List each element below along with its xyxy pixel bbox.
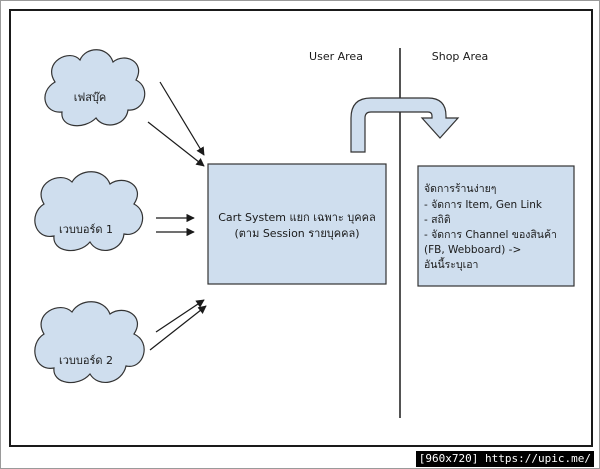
cart-system-line-2: (ตาม Session รายบุคคล) <box>234 227 359 240</box>
source-label-webboard-1: เวบบอร์ด 1 <box>59 223 113 236</box>
arrow-webboard2-to-cart-2 <box>149 305 207 351</box>
arrow-facebook-to-cart-2 <box>147 121 205 167</box>
source-cloud-facebook: เฟสบุ๊ค <box>44 49 146 127</box>
watermark-size: [960x720] <box>418 452 479 465</box>
block-arrow-cart-to-shop <box>350 97 460 153</box>
shop-line-1: จัดการร้านง่ายๆ <box>424 183 496 195</box>
arrow-facebook-to-cart-1 <box>159 81 205 156</box>
source-cloud-webboard-1: เวบบอร์ด 1 <box>34 171 144 252</box>
shop-line-4: - จัดการ Channel ของสินค้า <box>424 229 557 241</box>
source-label-webboard-2: เวบบอร์ด 2 <box>59 354 113 367</box>
watermark-url: https://upic.me/ <box>485 452 591 465</box>
source-label-facebook: เฟสบุ๊ค <box>74 91 107 104</box>
shop-line-2: - จัดการ Item, Gen Link <box>424 199 543 211</box>
shop-management-box: จัดการร้านง่ายๆ - จัดการ Item, Gen Link … <box>417 165 575 287</box>
arrow-webboard2-to-cart-1 <box>155 299 205 333</box>
shop-area-label: Shop Area <box>432 50 488 63</box>
shop-line-5: (FB, Webboard) -> <box>424 244 521 256</box>
user-area-label: User Area <box>309 50 363 63</box>
cart-system-line-1: Cart System แยก เฉพาะ บุคคล <box>218 211 376 224</box>
shop-line-6: อันนี้ระบุเอา <box>424 257 478 271</box>
shop-line-3: - สถิติ <box>424 214 451 226</box>
source-cloud-webboard-2: เวบบอร์ด 2 <box>34 301 145 384</box>
image-watermark: [960x720] https://upic.me/ <box>415 451 594 467</box>
cart-system-box: Cart System แยก เฉพาะ บุคคล (ตาม Session… <box>207 163 387 285</box>
